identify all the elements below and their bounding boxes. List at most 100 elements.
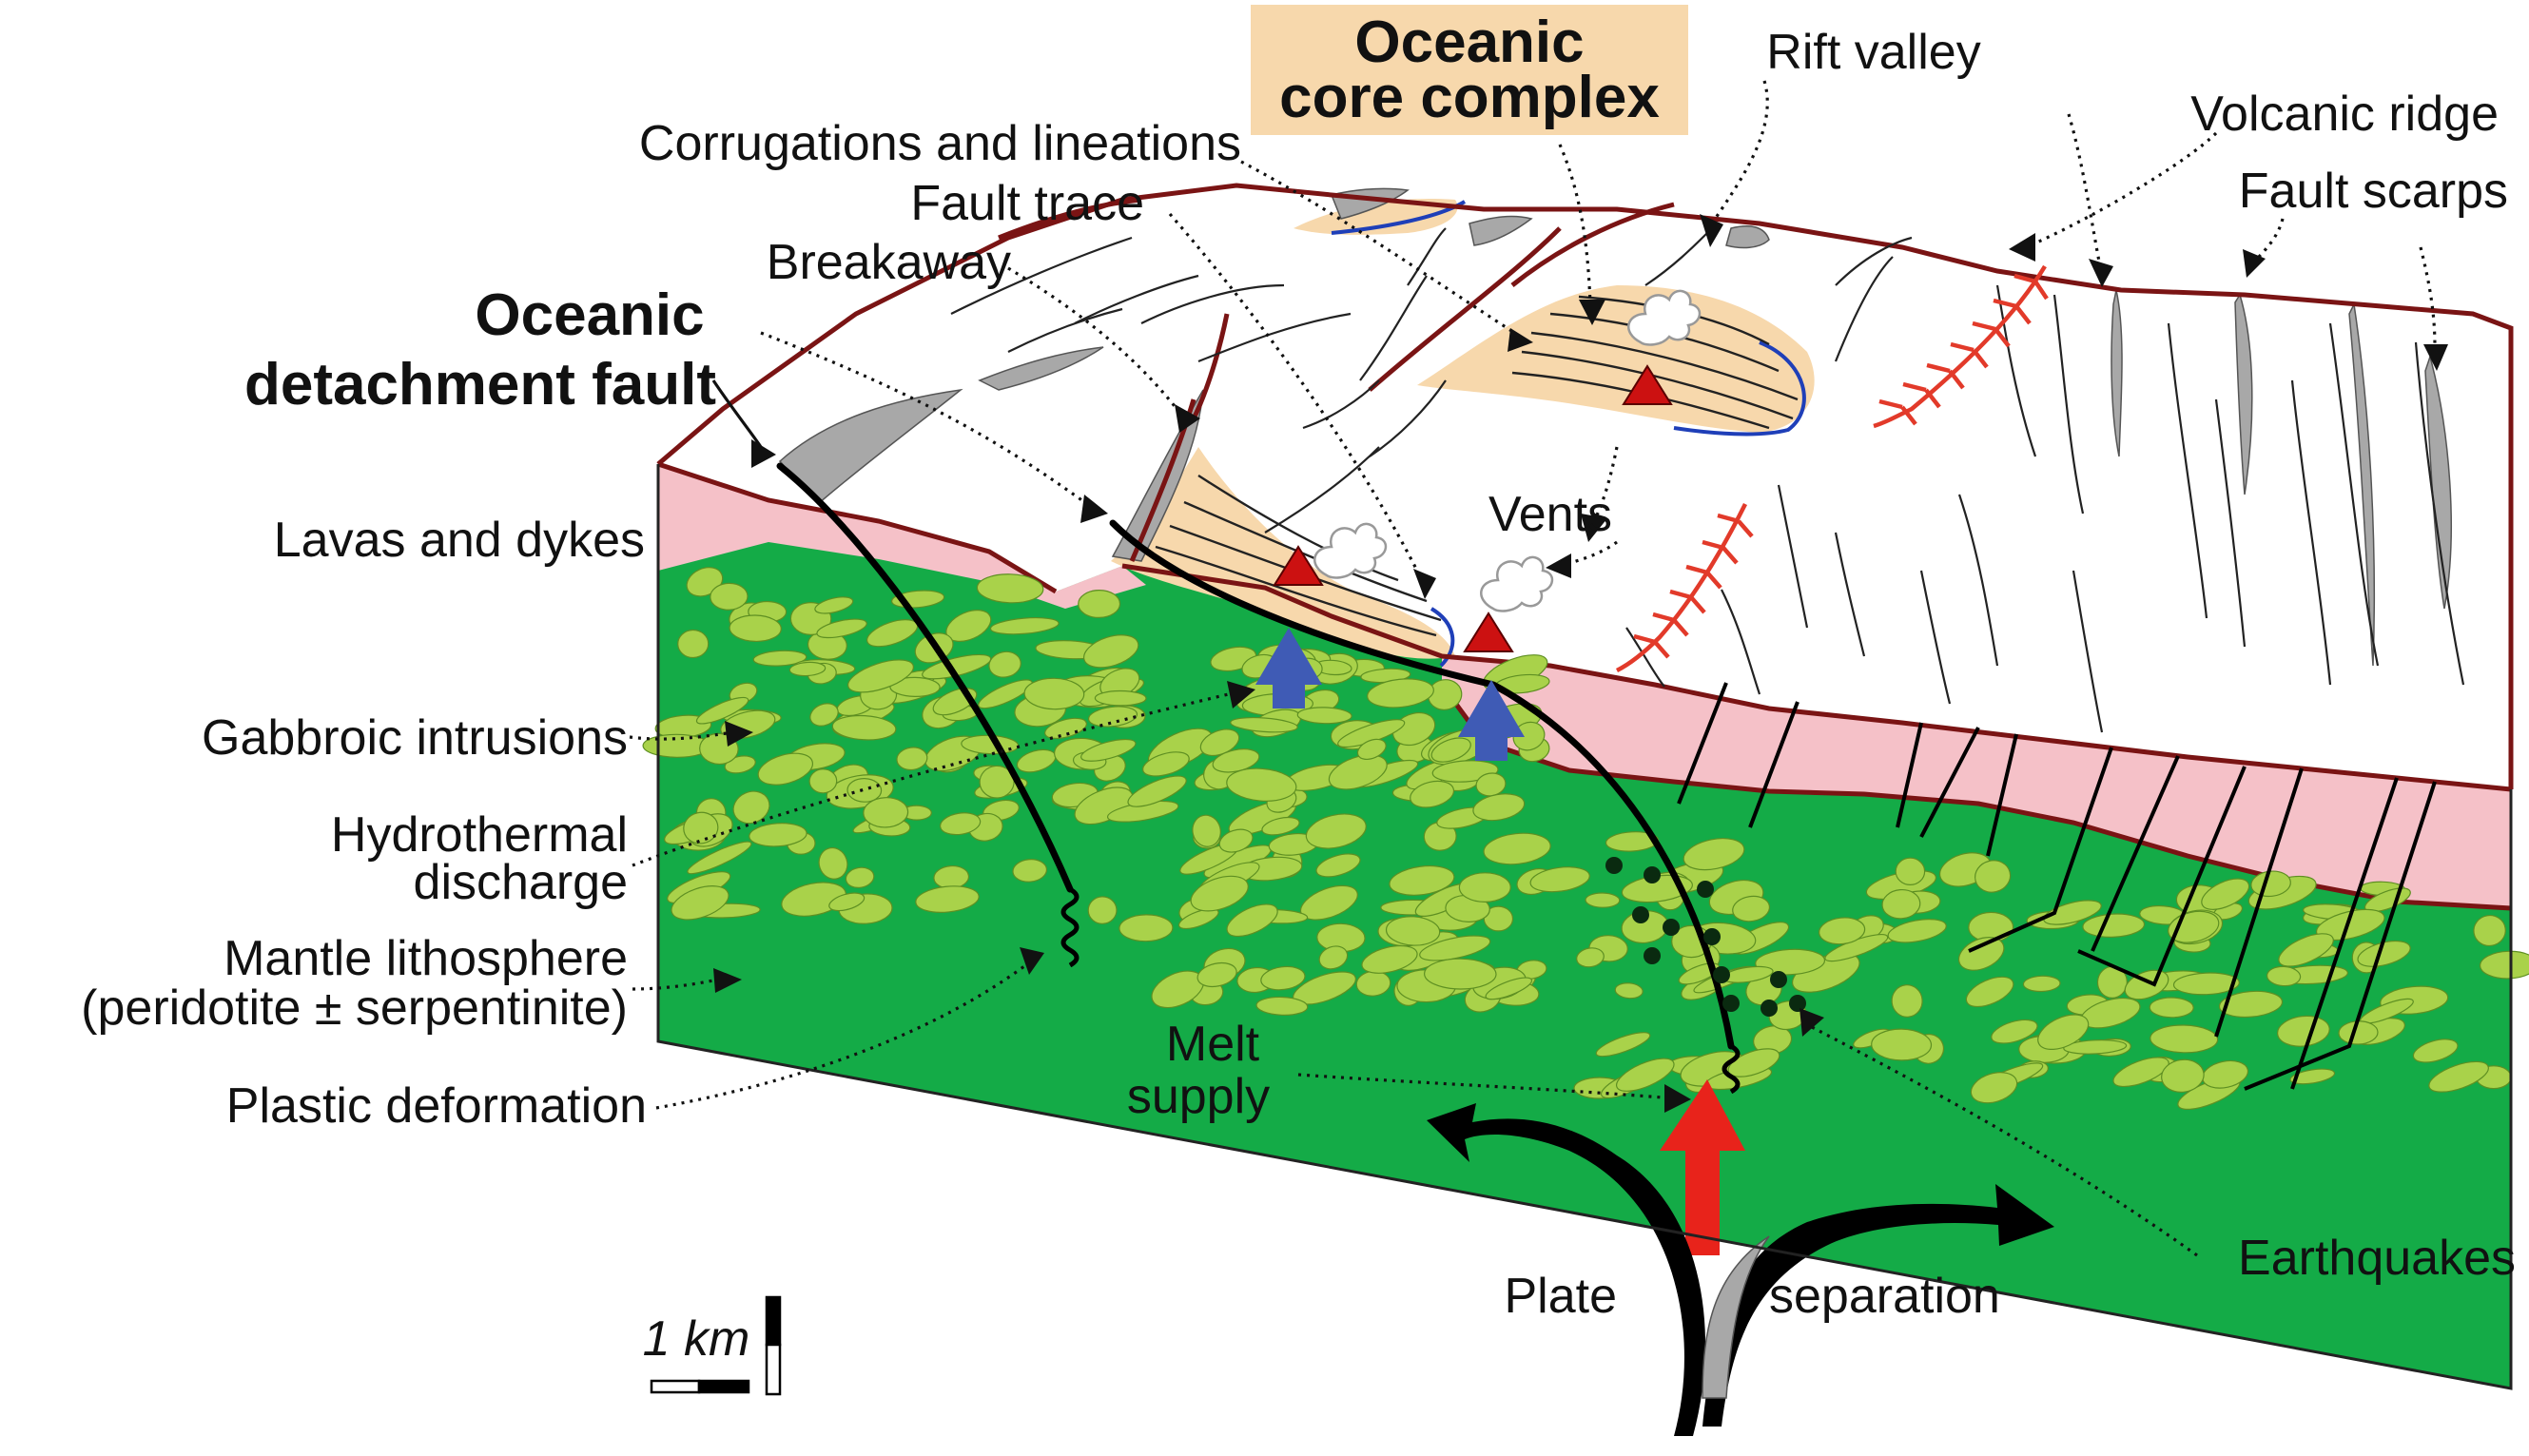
gabbro-blob	[788, 661, 827, 677]
block-outline	[656, 464, 2513, 1390]
label-hydro-1: Hydrothermal	[331, 807, 628, 863]
gabbro-blob	[1871, 1028, 1933, 1061]
gabbro-blob	[1512, 721, 1546, 751]
label-gabbroic: Gabbroic intrusions	[202, 710, 628, 766]
gabbro-blob	[1483, 832, 1551, 865]
gabbro-blob	[1891, 984, 1923, 1018]
detach-leader-1	[711, 379, 763, 448]
label-detach-2: detachment fault	[244, 352, 716, 417]
core-complex-edge-front	[1430, 607, 1455, 668]
gabbro-blob	[831, 714, 897, 741]
gabbro-blob	[863, 797, 909, 828]
hydrothermal-arrow-right	[1458, 680, 1525, 761]
gabbro-blob	[2289, 1068, 2336, 1085]
plastic-squiggle-2	[1722, 1043, 1741, 1095]
gabbro-blob	[1328, 754, 1388, 790]
gabbro-blob	[1458, 872, 1511, 903]
gabbro-blob	[1957, 937, 2005, 971]
gabbro-blob	[808, 768, 838, 794]
gabbro-blob	[749, 823, 807, 847]
core-complex-edge-main	[1673, 340, 1806, 437]
label-rift-valley: Rift valley	[1766, 25, 1980, 80]
gabbro-blob	[683, 811, 719, 844]
gabbro-blob	[1419, 935, 1491, 961]
gabbro-blob	[1975, 860, 2012, 893]
lavas-dykes-layer-right	[1442, 656, 2511, 908]
gabbro-blob	[1078, 589, 1121, 619]
label-core-complex-1: Oceanic	[1354, 10, 1584, 75]
label-core-complex-2: core complex	[1279, 65, 1660, 130]
gabbro-blob	[677, 629, 710, 659]
scale-bar	[650, 1295, 782, 1396]
gabbro-blob	[687, 841, 752, 875]
gabbro-blob	[1881, 888, 1921, 920]
gabbro-blob	[1818, 917, 1866, 945]
gabbro-blob	[896, 747, 928, 771]
gabbro-blob	[1356, 738, 1387, 760]
gabbro-blob	[2428, 1060, 2489, 1093]
gabbro-blob	[2473, 914, 2506, 947]
gabbro-blob	[2022, 975, 2061, 993]
label-mantle-1: Mantle lithosphere	[224, 931, 628, 986]
gabbro-blob	[2278, 933, 2334, 967]
core-complex-label-box	[1251, 5, 1688, 135]
volcanic-ridge-upper	[1873, 264, 2049, 429]
gabbro-blob	[2412, 1039, 2459, 1063]
melt-supply-arrow	[1660, 1079, 1745, 1255]
gabbro-blob	[1260, 965, 1306, 991]
gabbro-blob	[1485, 977, 1533, 1000]
gabbro-blob	[2063, 1039, 2128, 1055]
gabbro-blob	[1296, 707, 1352, 725]
gabbro-blob	[1127, 775, 1187, 807]
gabbro-blob	[2172, 972, 2240, 996]
surface-edge-left	[657, 461, 1058, 594]
gabbro-blob	[2082, 913, 2146, 938]
gabbro-blob	[845, 866, 875, 888]
gabbro-blob	[915, 885, 980, 913]
gabbro-blob	[1576, 947, 1605, 968]
gabbro-blob	[2201, 878, 2250, 910]
gabbro-blob	[1023, 677, 1085, 710]
gabbro-blob	[1226, 903, 1278, 938]
gabbro-blob	[939, 812, 982, 836]
gabbro-blob	[818, 846, 848, 880]
gabbro-blob	[1614, 982, 1644, 1000]
gabbro-blob	[1727, 1048, 1780, 1077]
label-melt-1: Melt	[1166, 1017, 1260, 1072]
gabbro-blob	[1385, 916, 1441, 946]
gabbro-blob	[2266, 965, 2302, 987]
gabbro-blob	[1087, 706, 1138, 728]
lavas-dykes-layer-left	[658, 464, 1146, 609]
gabbro-blob	[1094, 689, 1147, 707]
gabbro-blob	[1255, 996, 1309, 1016]
plate-arrow-right	[1702, 1184, 2054, 1427]
core-complex-dome-front	[1111, 447, 1455, 659]
gabbro-blob	[2150, 1024, 2219, 1054]
gabbro-blob	[1177, 908, 1219, 930]
gabbro-blob	[1389, 864, 1455, 896]
gabbro-blob	[1261, 816, 1300, 836]
gabbro-blob	[2218, 990, 2284, 1019]
surface-edge-top	[656, 183, 2514, 789]
label-scale: 1 km	[643, 1311, 750, 1367]
gabbro-blob	[809, 703, 839, 727]
gabbro-blob	[1361, 944, 1418, 974]
gabbro-blob	[1083, 634, 1139, 669]
gabbro-blob	[1305, 813, 1367, 849]
seafloor-top-surface	[658, 185, 2511, 789]
fault-scarp-lines	[950, 227, 2465, 733]
gabbro-blob	[2043, 900, 2102, 925]
hydrothermal-arrow-left	[1255, 628, 1322, 709]
gabbro-blob	[1991, 1019, 2038, 1044]
gabbro-blob	[732, 790, 770, 825]
gabbro-blob	[828, 892, 866, 912]
gabbro-blob	[1472, 793, 1526, 822]
gabbro-blob	[1192, 814, 1221, 847]
label-volcanic-ridge: Volcanic ridge	[2190, 87, 2499, 142]
gabbro-blob	[1141, 751, 1190, 777]
gabbro-blob	[1230, 716, 1298, 733]
volcanic-ridge-lower	[1615, 502, 1754, 673]
label-detach-1: Oceanic	[475, 282, 704, 348]
